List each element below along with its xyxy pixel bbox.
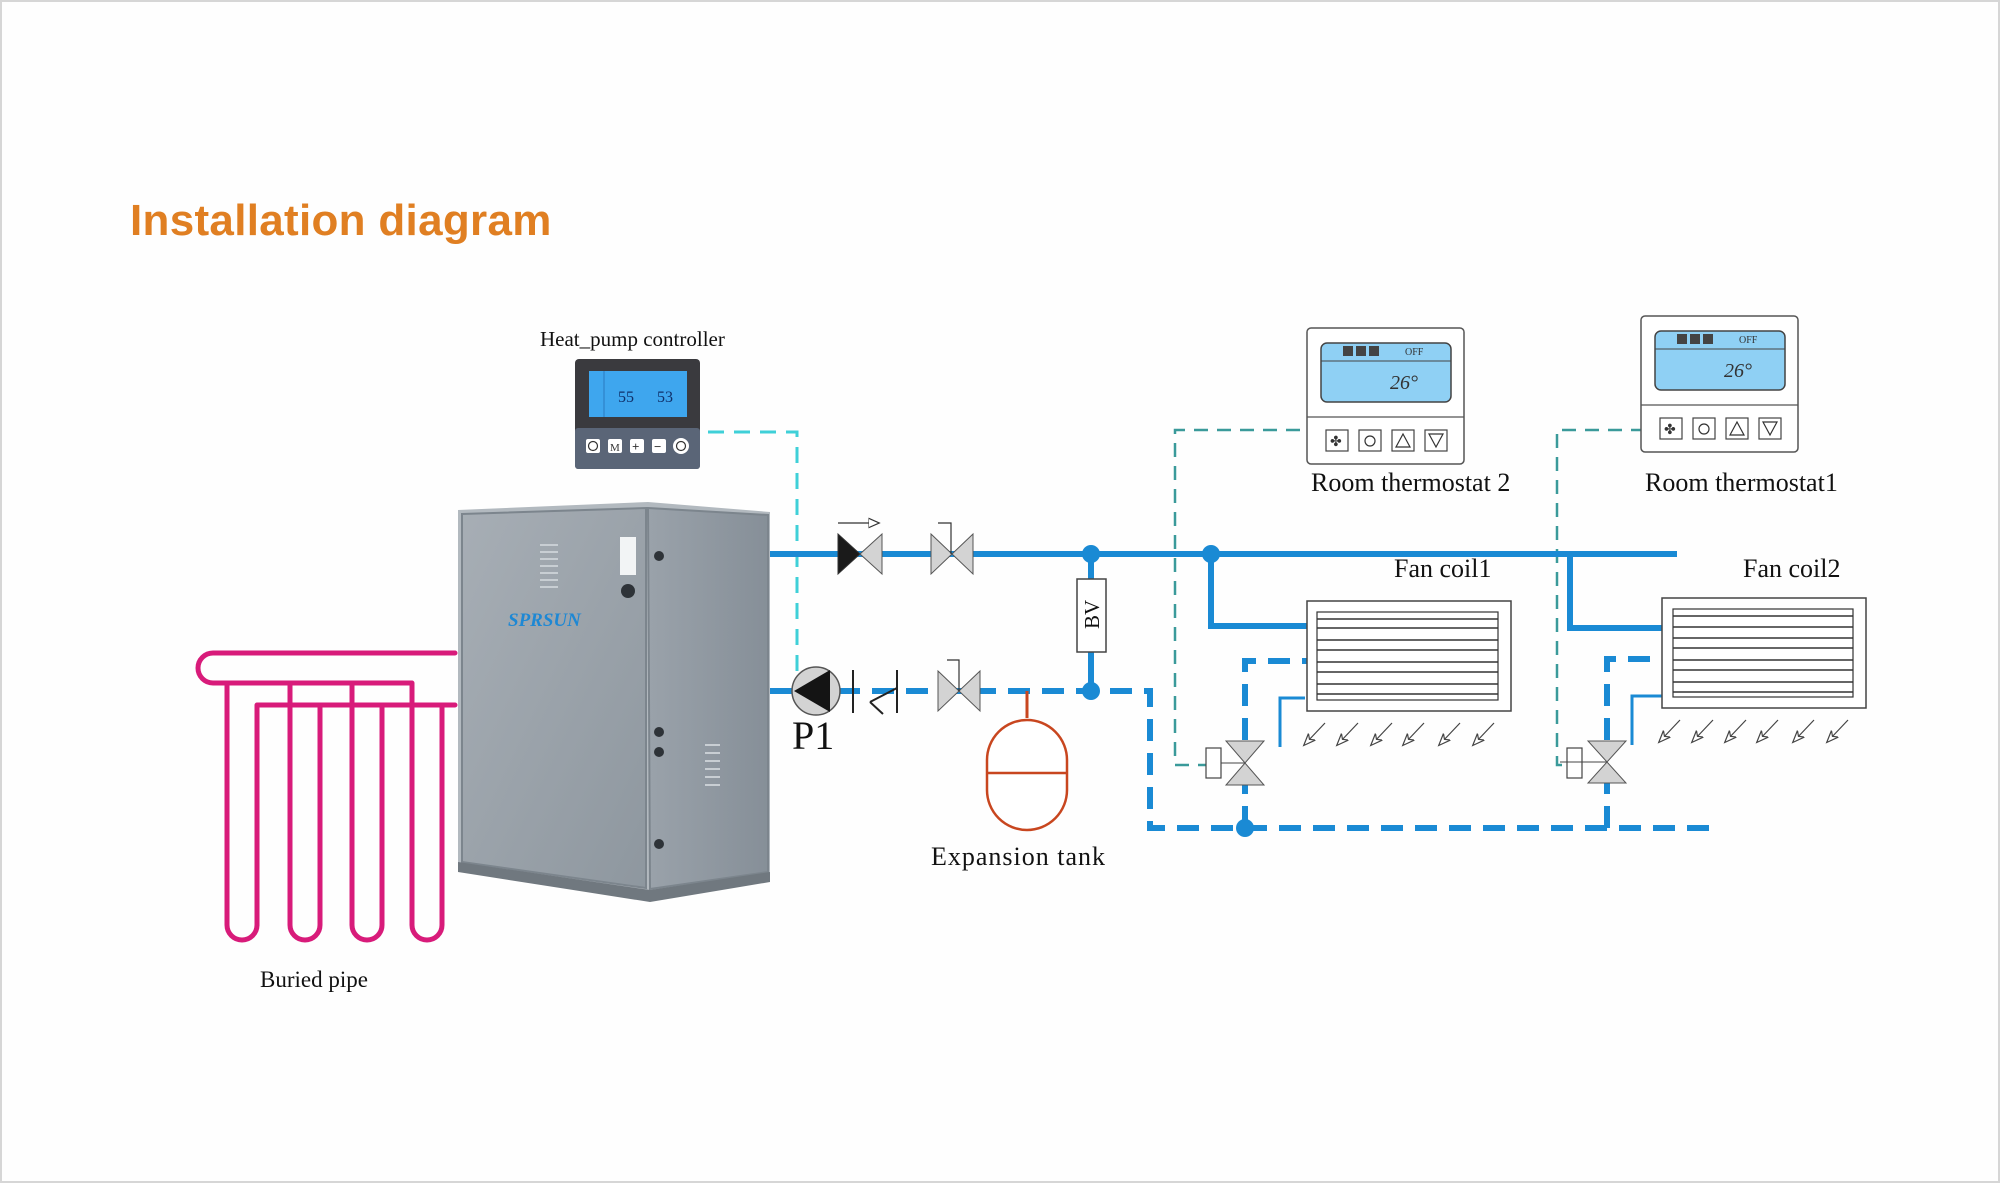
mode-label: M <box>610 442 620 454</box>
pump-label: P1 <box>792 713 834 758</box>
thermostat-2-power-button[interactable] <box>1358 429 1382 452</box>
up-arrow-icon <box>1394 432 1412 448</box>
down-arrow-icon <box>1761 421 1779 437</box>
balance-valve-label: BV <box>1080 600 1104 629</box>
unit-brand-logo: SPRSUN <box>508 610 582 631</box>
thermostat-2-down-button[interactable] <box>1424 429 1448 452</box>
power-icon <box>1698 423 1710 435</box>
thermostat-1-up-button[interactable] <box>1725 417 1749 440</box>
thermostat-1-temperature: 26° <box>1724 360 1752 382</box>
controller-display-right: 53 <box>657 389 673 406</box>
check-valve <box>837 523 883 576</box>
junction-node <box>1202 545 1220 563</box>
minus-label: − <box>654 439 661 454</box>
thermostat-2-fan-button[interactable]: ✤ <box>1325 429 1349 452</box>
buried-pipe <box>195 650 458 943</box>
power-icon <box>675 440 687 452</box>
thermostat-1-down-button[interactable] <box>1758 417 1782 440</box>
thermostat-1-status: OFF <box>1739 335 1758 346</box>
controller-display-left: 55 <box>618 389 634 406</box>
expansion-tank <box>985 691 1069 832</box>
junction-node <box>1082 682 1100 700</box>
controller-button-minus[interactable]: − <box>652 439 666 454</box>
thermostat-1-signal-line <box>1555 428 1645 767</box>
circulation-pump <box>791 666 841 716</box>
motorized-valve-2 <box>1560 740 1628 784</box>
fan-coil-2-label: Fan coil2 <box>1743 554 1841 583</box>
supply-pipe <box>770 551 1677 690</box>
balance-valve: BV <box>1076 578 1107 653</box>
down-arrow-icon <box>1427 433 1445 449</box>
thermostat-2-up-button[interactable] <box>1391 429 1415 452</box>
fan-coil-2 <box>1662 597 1867 739</box>
buried-pipe-label: Buried pipe <box>260 967 368 992</box>
room-thermostat-1: OFF 26° ✤ <box>1640 315 1799 453</box>
controller-button-plus[interactable]: + <box>630 439 644 454</box>
power-icon <box>1364 435 1376 447</box>
thermostat-2-temperature: 26° <box>1390 372 1418 394</box>
page-title: Installation diagram <box>130 196 552 245</box>
room-thermostat-2: OFF 26° ✤ <box>1306 327 1465 465</box>
shutoff-valve-supply <box>930 522 974 576</box>
fan-coil-1-label: Fan coil1 <box>1394 554 1492 583</box>
clock-icon <box>587 440 599 452</box>
heat-pump-controller: 55 53 M + − <box>575 359 700 469</box>
junction-node <box>1236 819 1254 837</box>
fan-icon: ✤ <box>1330 435 1342 450</box>
up-arrow-icon <box>1728 420 1746 436</box>
thermostat-2-status: OFF <box>1405 347 1424 358</box>
thermostat-1-power-button[interactable] <box>1692 417 1716 440</box>
controller-label: Heat_pump controller <box>540 327 725 351</box>
fan-icon: ✤ <box>1664 423 1676 438</box>
strainer <box>852 670 898 715</box>
junction-node <box>1082 545 1100 563</box>
controller-signal-line <box>708 430 799 690</box>
heat-pump-unit: SPRSUN <box>458 502 770 902</box>
plus-label: + <box>632 439 639 454</box>
controller-button-power[interactable] <box>673 438 689 454</box>
controller-button-clock[interactable] <box>586 439 600 453</box>
controller-button-mode[interactable]: M <box>608 439 622 454</box>
fan-coil-1 <box>1307 600 1512 742</box>
shutoff-valve-return <box>937 659 981 713</box>
motorized-valve-1 <box>1205 740 1266 786</box>
thermostat-1-label: Room thermostat1 <box>1645 468 1838 497</box>
supply-pipe-thin <box>1278 694 1663 747</box>
thermostat-2-label: Room thermostat 2 <box>1311 468 1510 497</box>
expansion-tank-label: Expansion tank <box>931 842 1106 871</box>
thermostat-1-fan-button[interactable]: ✤ <box>1659 417 1683 440</box>
